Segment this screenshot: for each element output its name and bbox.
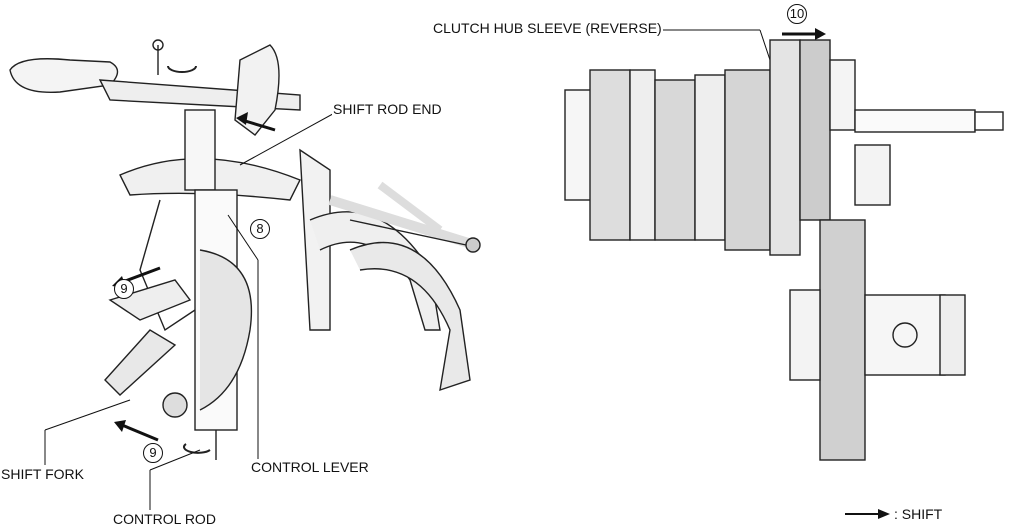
shift-mechanism-drawing [9,39,481,460]
step-number-8: 8 [250,219,270,239]
step-number-10: 10 [787,4,807,24]
label-control-rod: CONTROL ROD [112,511,217,527]
label-clutch-hub-sleeve: CLUTCH HUB SLEEVE (REVERSE) [432,20,663,36]
label-shift-fork: SHIFT FORK [0,466,85,482]
legend-shift: : SHIFT [893,506,944,522]
step-number-9: 9 [143,443,163,463]
step-number-9: 9 [114,279,134,299]
transmission-gear-drawing [564,39,1004,461]
label-shift-rod-end: SHIFT ROD END [332,101,443,117]
label-control-lever: CONTROL LEVER [250,459,370,475]
